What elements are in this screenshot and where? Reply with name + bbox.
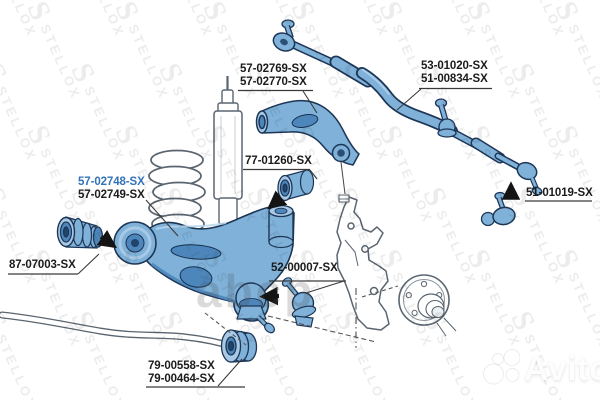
part-label-tie-rod-end: 51-01019-SX bbox=[526, 187, 593, 200]
part-number: 57-02770-SX bbox=[240, 75, 307, 88]
construction-lines bbox=[204, 285, 399, 348]
part-number: 51-00834-SX bbox=[421, 72, 488, 85]
linkage-right-tie-rod-end bbox=[516, 161, 543, 196]
part-number: 87-07003-SX bbox=[9, 259, 76, 271]
ball-joint-part bbox=[281, 277, 317, 328]
linkage-mid-ball-joint bbox=[434, 98, 457, 138]
stabilizer-bushing-part bbox=[220, 329, 258, 363]
linkage-left-tie-rod-end bbox=[272, 19, 296, 52]
arrow-balljoint-to-socket bbox=[259, 286, 280, 306]
callout-lines bbox=[8, 87, 592, 388]
part-number: 57-02769-SX bbox=[240, 63, 307, 75]
front-arm-bushing-part bbox=[56, 216, 104, 249]
upper-control-arm-part bbox=[255, 99, 360, 203]
shock-absorber bbox=[213, 76, 243, 238]
part-number: 53-01020-SX bbox=[421, 60, 488, 72]
part-label-front-arm-bushing: 87-07003-SX bbox=[9, 259, 76, 272]
wheel-hub bbox=[398, 274, 457, 337]
part-number: 51-01019-SX bbox=[526, 187, 593, 199]
part-number: 52-00007-SX bbox=[271, 262, 338, 274]
part-number: 57-02749-SX bbox=[78, 188, 145, 201]
arrow-bushing-to-sleeve bbox=[267, 190, 288, 210]
part-label-ball-joint: 52-00007-SX bbox=[271, 262, 338, 275]
direction-arrows bbox=[96, 181, 521, 306]
part-number: 57-02748-SX bbox=[78, 176, 145, 188]
part-label-control-arm-bushing: 77-01260-SX bbox=[245, 155, 312, 168]
arrow-bushing-to-arm bbox=[96, 229, 118, 249]
part-number: 79-00558-SX bbox=[148, 360, 215, 372]
steering-knuckle bbox=[336, 196, 390, 331]
stabilizer-bar bbox=[0, 311, 242, 352]
part-number: 77-01260-SX bbox=[245, 155, 312, 167]
part-number: 79-00464-SX bbox=[148, 372, 215, 385]
